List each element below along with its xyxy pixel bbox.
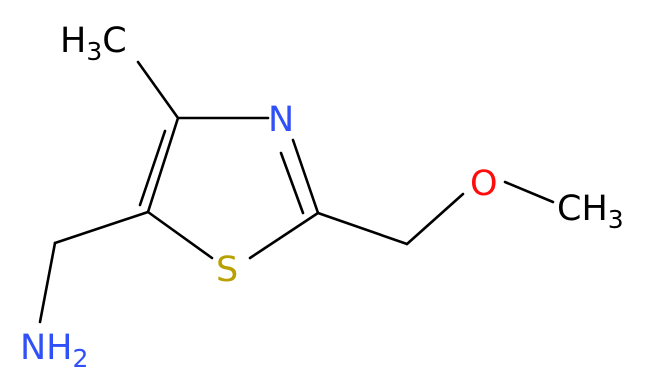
oxygen-label: O <box>470 164 498 204</box>
methyl-c-symbol: C <box>102 21 126 61</box>
atom-labels: H3C N O CH3 S NH2 <box>20 21 624 373</box>
amine-label: NH2 <box>20 328 88 373</box>
amine-h-subscript: 2 <box>73 344 89 373</box>
bond-c2-s1 <box>248 211 320 260</box>
bond-n3-c2-outer <box>291 138 320 215</box>
methoxy-c-symbol: CH <box>557 189 608 229</box>
bond-c2-ch2 <box>316 211 409 246</box>
bond-c5-s1 <box>146 210 214 260</box>
amine-nh-symbol: NH <box>20 328 73 368</box>
methyl-h-subscript: 3 <box>86 37 102 66</box>
bond-c4-c5-inner <box>138 129 167 207</box>
bonds <box>38 60 555 324</box>
methoxy-methyl-label: CH3 <box>557 189 624 234</box>
bond-c5-ch2 <box>53 210 150 245</box>
bond-o-ch3 <box>503 180 555 204</box>
nitrogen-label: N <box>268 100 294 140</box>
bond-ch2-nh2 <box>38 241 57 324</box>
sulfur-label: S <box>216 250 238 290</box>
methoxy-h-subscript: 3 <box>608 205 624 234</box>
methyl-label-c4: H3C <box>60 21 127 66</box>
methyl-h-symbol: H <box>60 21 86 61</box>
bond-c4-c5-outer <box>146 116 180 214</box>
bond-n3-c2-inner <box>279 151 305 215</box>
bond-ch2-o <box>405 192 465 246</box>
bond-c4-methyl <box>136 60 180 120</box>
